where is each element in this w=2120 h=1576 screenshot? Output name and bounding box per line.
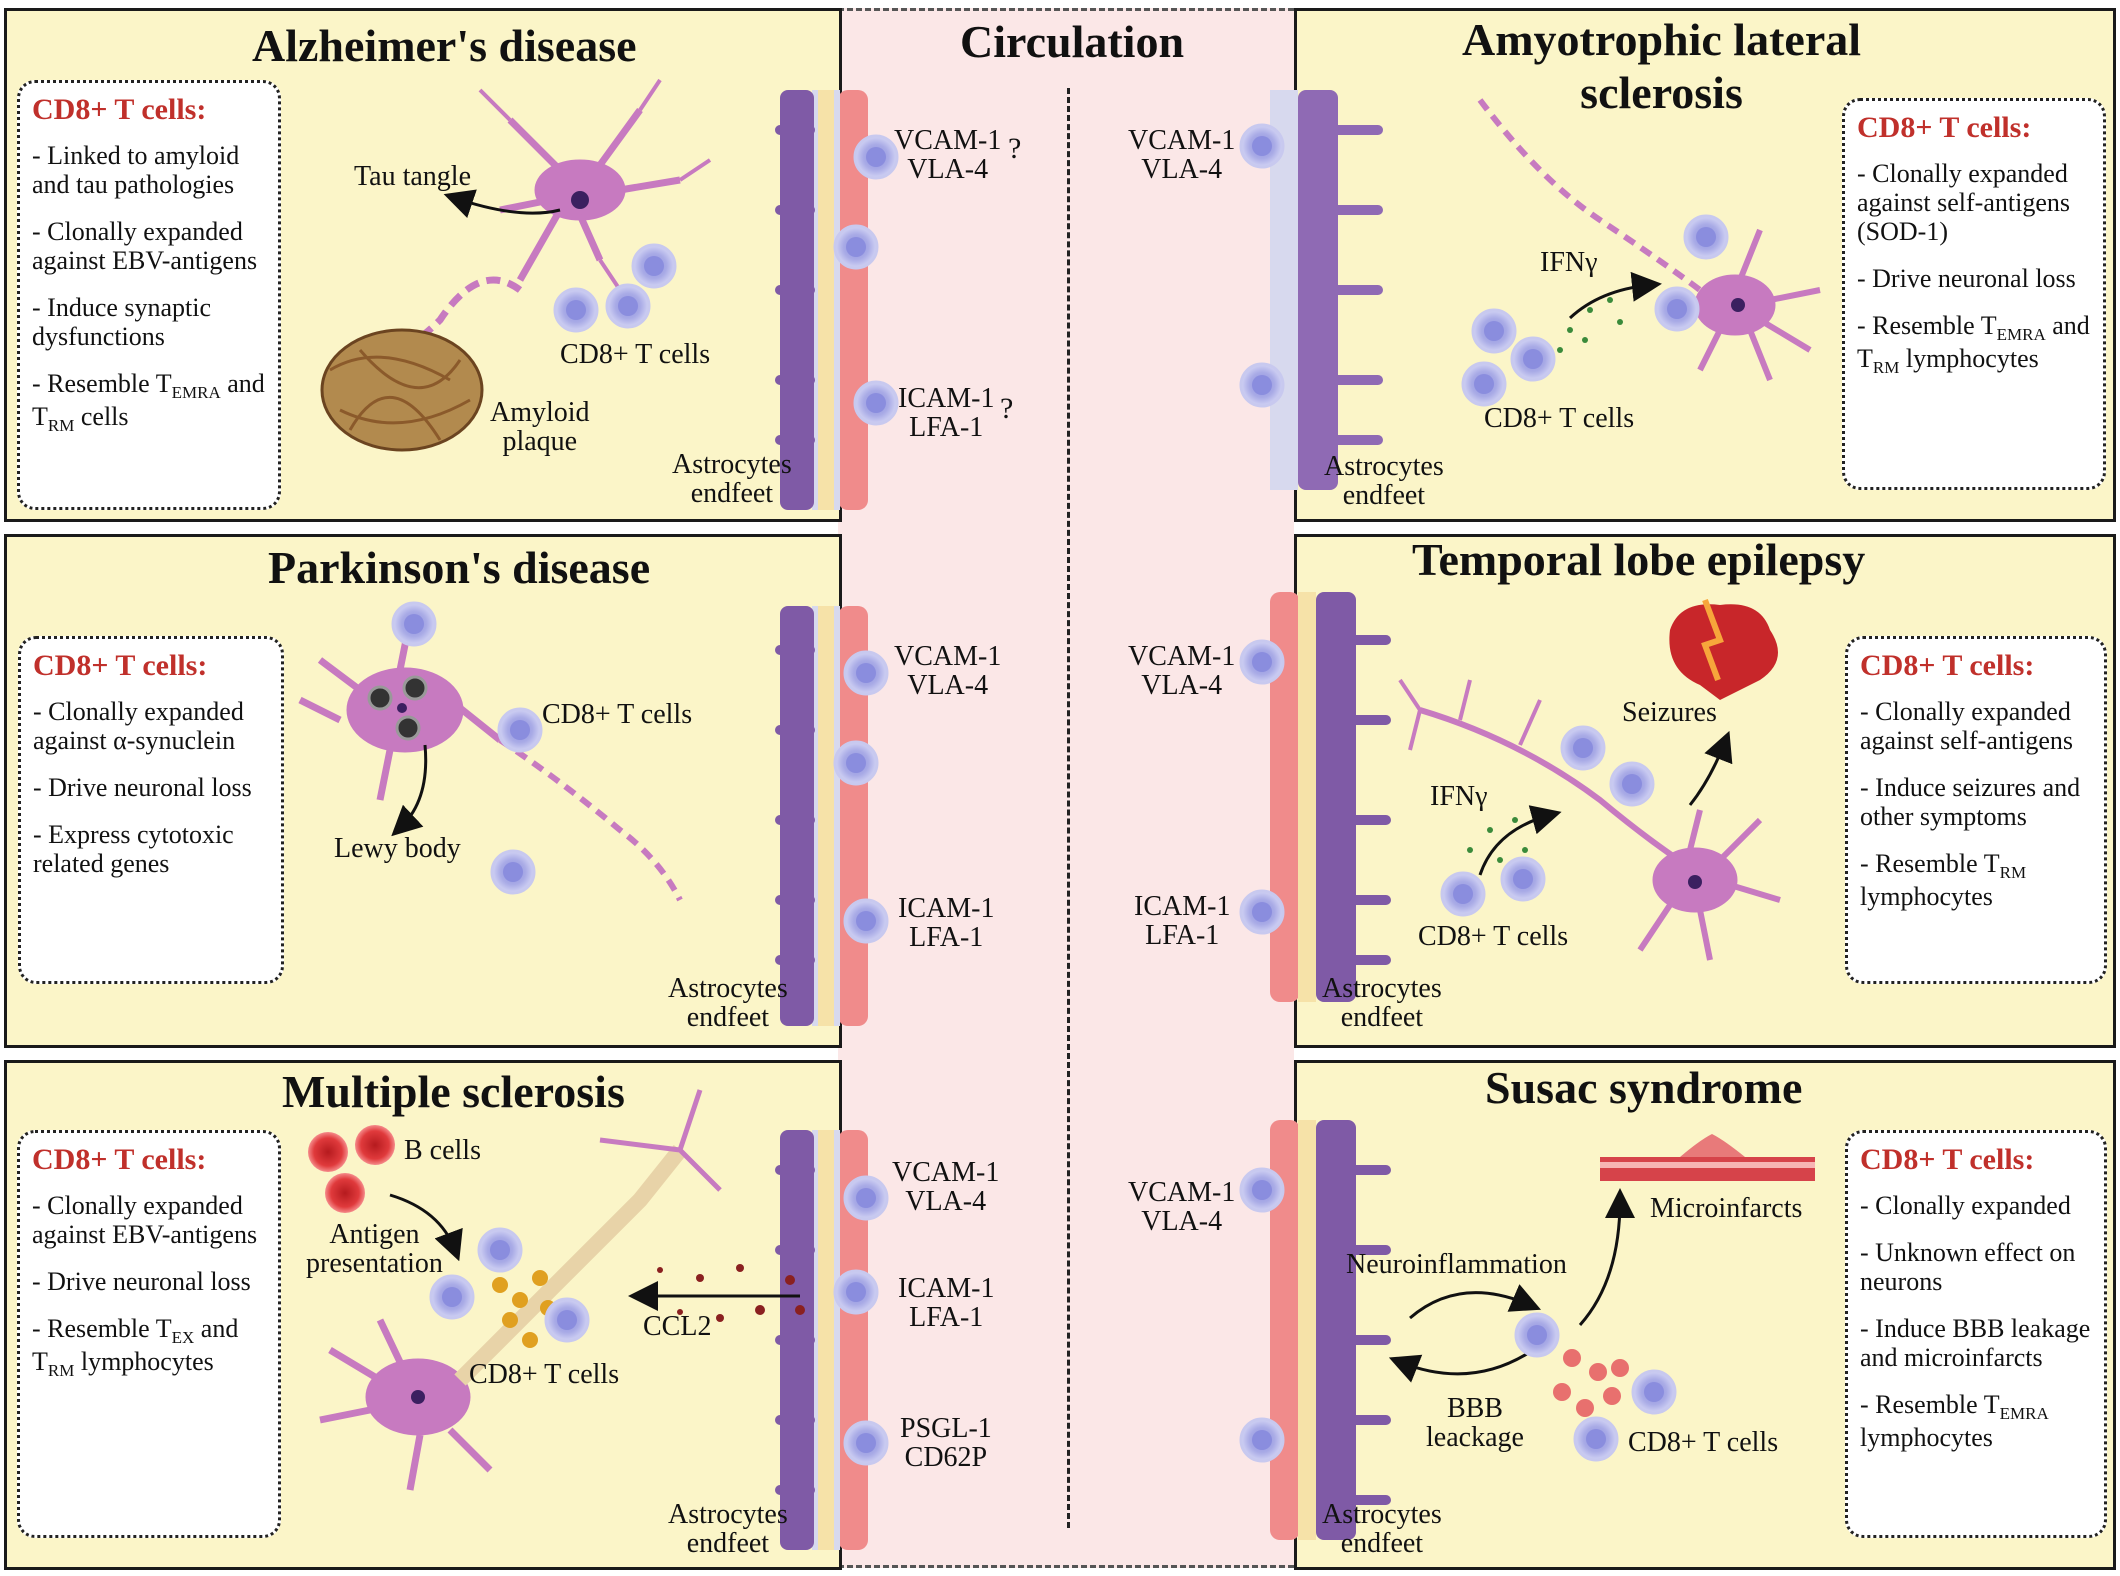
cd8-label: CD8+ T cells bbox=[542, 699, 693, 730]
als-box: CD8+ T cells: - Clonally expanded agains… bbox=[1842, 98, 2106, 490]
receptor-pair-1: VCAM-1 VLA-4 bbox=[1128, 641, 1236, 702]
als-title: Amyotrophic lateral sclerosis bbox=[1462, 14, 1862, 118]
circulation-divider bbox=[1067, 88, 1070, 1528]
ms-box: CD8+ T cells: - Clonally expanded agains… bbox=[17, 1130, 281, 1538]
box-item: - Resemble TRM lymphocytes bbox=[1860, 849, 2027, 912]
box-item: - Express cytotoxic related genes bbox=[33, 819, 234, 879]
seizures-label: Seizures bbox=[1622, 697, 1717, 728]
box-item: - Clonally expanded against self-antigen… bbox=[1857, 158, 2070, 246]
b-cells bbox=[308, 1125, 395, 1213]
box-header: CD8+ T cells: bbox=[32, 93, 207, 126]
endfeet-label: Astrocytes endfeet bbox=[1324, 451, 1444, 512]
receptor-pair-1: VCAM-1 VLA-4 bbox=[894, 125, 1002, 186]
alzheimers-title: Alzheimer's disease bbox=[252, 20, 637, 71]
box-item: - Linked to amyloid and tau pathologies bbox=[32, 140, 240, 199]
tle-ifng-dots bbox=[1467, 817, 1528, 863]
box-header: CD8+ T cells: bbox=[1860, 649, 2035, 682]
parkinsons-neuron bbox=[298, 619, 683, 902]
box-item: - Resemble TEMRA and TRM cells bbox=[32, 369, 265, 436]
endfeet-label: Astrocytes endfeet bbox=[1322, 1499, 1442, 1560]
unknown-mark: ? bbox=[1000, 392, 1014, 425]
receptor-pair-2: ICAM-1 LFA-1 bbox=[898, 383, 995, 444]
box-item: - Clonally expanded against EBV-antigens bbox=[32, 216, 258, 275]
box-item: - Clonally expanded against α-synuclein bbox=[33, 696, 244, 755]
tle-neuron bbox=[1398, 678, 1781, 961]
ms-neuron bbox=[319, 1089, 722, 1491]
endfeet-label: Astrocytes endfeet bbox=[668, 973, 788, 1034]
tau-tangle-label: Tau tangle bbox=[354, 161, 471, 192]
box-item: - Drive neuronal loss bbox=[32, 1266, 251, 1296]
tle-box: CD8+ T cells: - Clonally expanded agains… bbox=[1845, 636, 2107, 984]
receptor-pair-1: VCAM-1 VLA-4 bbox=[894, 641, 1002, 702]
ifng-label: IFNγ bbox=[1540, 247, 1598, 278]
box-header: CD8+ T cells: bbox=[1857, 111, 2032, 144]
receptor-pair-2: ICAM-1 LFA-1 bbox=[898, 893, 995, 954]
als-ifng-dots bbox=[1557, 297, 1623, 353]
ccl2-label: CCL2 bbox=[643, 1311, 712, 1342]
box-item: - Clonally expanded bbox=[1860, 1190, 2071, 1220]
microinfarct-vessel bbox=[1600, 1134, 1815, 1181]
parkinsons-title: Parkinson's disease bbox=[268, 542, 651, 593]
cd8-label: CD8+ T cells bbox=[469, 1359, 620, 1390]
amyloid-plaque bbox=[320, 328, 484, 452]
endfeet-label: Astrocytes endfeet bbox=[668, 1499, 788, 1560]
box-item: - Resemble TEMRA lymphocytes bbox=[1860, 1390, 2049, 1453]
lewy-body-label: Lewy body bbox=[334, 833, 461, 864]
cd8-label: CD8+ T cells bbox=[560, 339, 711, 370]
box-item: - Resemble TEMRA and TRM lymphocytes bbox=[1857, 311, 2090, 378]
als-neuron bbox=[1477, 98, 1821, 382]
vessel-wall-alzheimers bbox=[775, 90, 868, 510]
receptor-pair-1: VCAM-1 VLA-4 bbox=[1128, 1177, 1236, 1238]
box-item: - Induce synaptic dysfunctions bbox=[32, 293, 212, 352]
box-item: - Clonally expanded against EBV-antigens bbox=[32, 1190, 258, 1249]
unknown-mark: ? bbox=[1008, 132, 1022, 165]
parkinsons-box: CD8+ T cells: - Clonally expanded agains… bbox=[18, 636, 284, 984]
ms-antigens bbox=[492, 1270, 556, 1348]
susac-title: Susac syndrome bbox=[1485, 1062, 1803, 1113]
box-header: CD8+ T cells: bbox=[33, 649, 208, 682]
box-item: - Induce BBB leakage and microinfarcts bbox=[1860, 1313, 2091, 1373]
susac-box: CD8+ T cells: - Clonally expanded - Unkn… bbox=[1845, 1130, 2107, 1538]
circulation-title: Circulation bbox=[960, 16, 1185, 67]
box-header: CD8+ T cells: bbox=[1860, 1143, 2035, 1176]
cd8-label: CD8+ T cells bbox=[1484, 403, 1635, 434]
neuroinflammation-label: Neuroinflammation bbox=[1346, 1249, 1567, 1280]
box-item: - Drive neuronal loss bbox=[33, 772, 252, 802]
box-header: CD8+ T cells: bbox=[32, 1143, 207, 1176]
cd8-label: CD8+ T cells bbox=[1628, 1427, 1779, 1458]
receptor-pair-3: PSGL-1 CD62P bbox=[900, 1413, 992, 1474]
alzheimers-box: CD8+ T cells: - Linked to amyloid and ta… bbox=[17, 80, 281, 510]
receptor-pair-1: VCAM-1 VLA-4 bbox=[892, 1157, 1000, 1218]
vessel-wall-parkinsons bbox=[775, 606, 868, 1026]
circulation-region bbox=[838, 8, 1294, 1568]
cd8-label: CD8+ T cells bbox=[1418, 921, 1569, 952]
endfeet-label: Astrocytes endfeet bbox=[1322, 973, 1442, 1034]
vessel-wall-als bbox=[1270, 90, 1383, 490]
vessel-wall-ms bbox=[775, 1130, 868, 1550]
endfeet-label: Astrocytes endfeet bbox=[672, 449, 792, 510]
receptor-pair-2: ICAM-1 LFA-1 bbox=[898, 1273, 995, 1334]
susac-particles bbox=[1553, 1349, 1629, 1417]
antigen-label: Antigen presentation bbox=[306, 1219, 443, 1280]
box-item: - Clonally expanded against self-antigen… bbox=[1860, 696, 2073, 755]
receptor-pair-1: VCAM-1 VLA-4 bbox=[1128, 125, 1236, 186]
b-cells-label: B cells bbox=[404, 1135, 481, 1166]
box-item: - Drive neuronal loss bbox=[1857, 263, 2076, 293]
box-item: - Resemble TEX and TRM lymphocytes bbox=[32, 1313, 239, 1381]
bbb-leakage-label: BBB leackage bbox=[1426, 1393, 1524, 1454]
box-item: - Unknown effect on neurons bbox=[1860, 1237, 2076, 1296]
box-item: - Induce seizures and other symptoms bbox=[1860, 772, 2081, 831]
amyloid-label: Amyloid plaque bbox=[490, 397, 590, 458]
receptor-pair-2: ICAM-1 LFA-1 bbox=[1134, 891, 1231, 952]
ccl2-gradient bbox=[657, 1264, 805, 1322]
vessel-wall-susac bbox=[1270, 1120, 1391, 1540]
ifng-label: IFNγ bbox=[1430, 781, 1488, 812]
tle-title: Temporal lobe epilepsy bbox=[1412, 534, 1866, 585]
brain-icon bbox=[1669, 598, 1778, 700]
ms-title: Multiple sclerosis bbox=[282, 1066, 625, 1117]
vessel-wall-tle bbox=[1270, 592, 1391, 1002]
microinfarcts-label: Microinfarcts bbox=[1650, 1193, 1803, 1224]
